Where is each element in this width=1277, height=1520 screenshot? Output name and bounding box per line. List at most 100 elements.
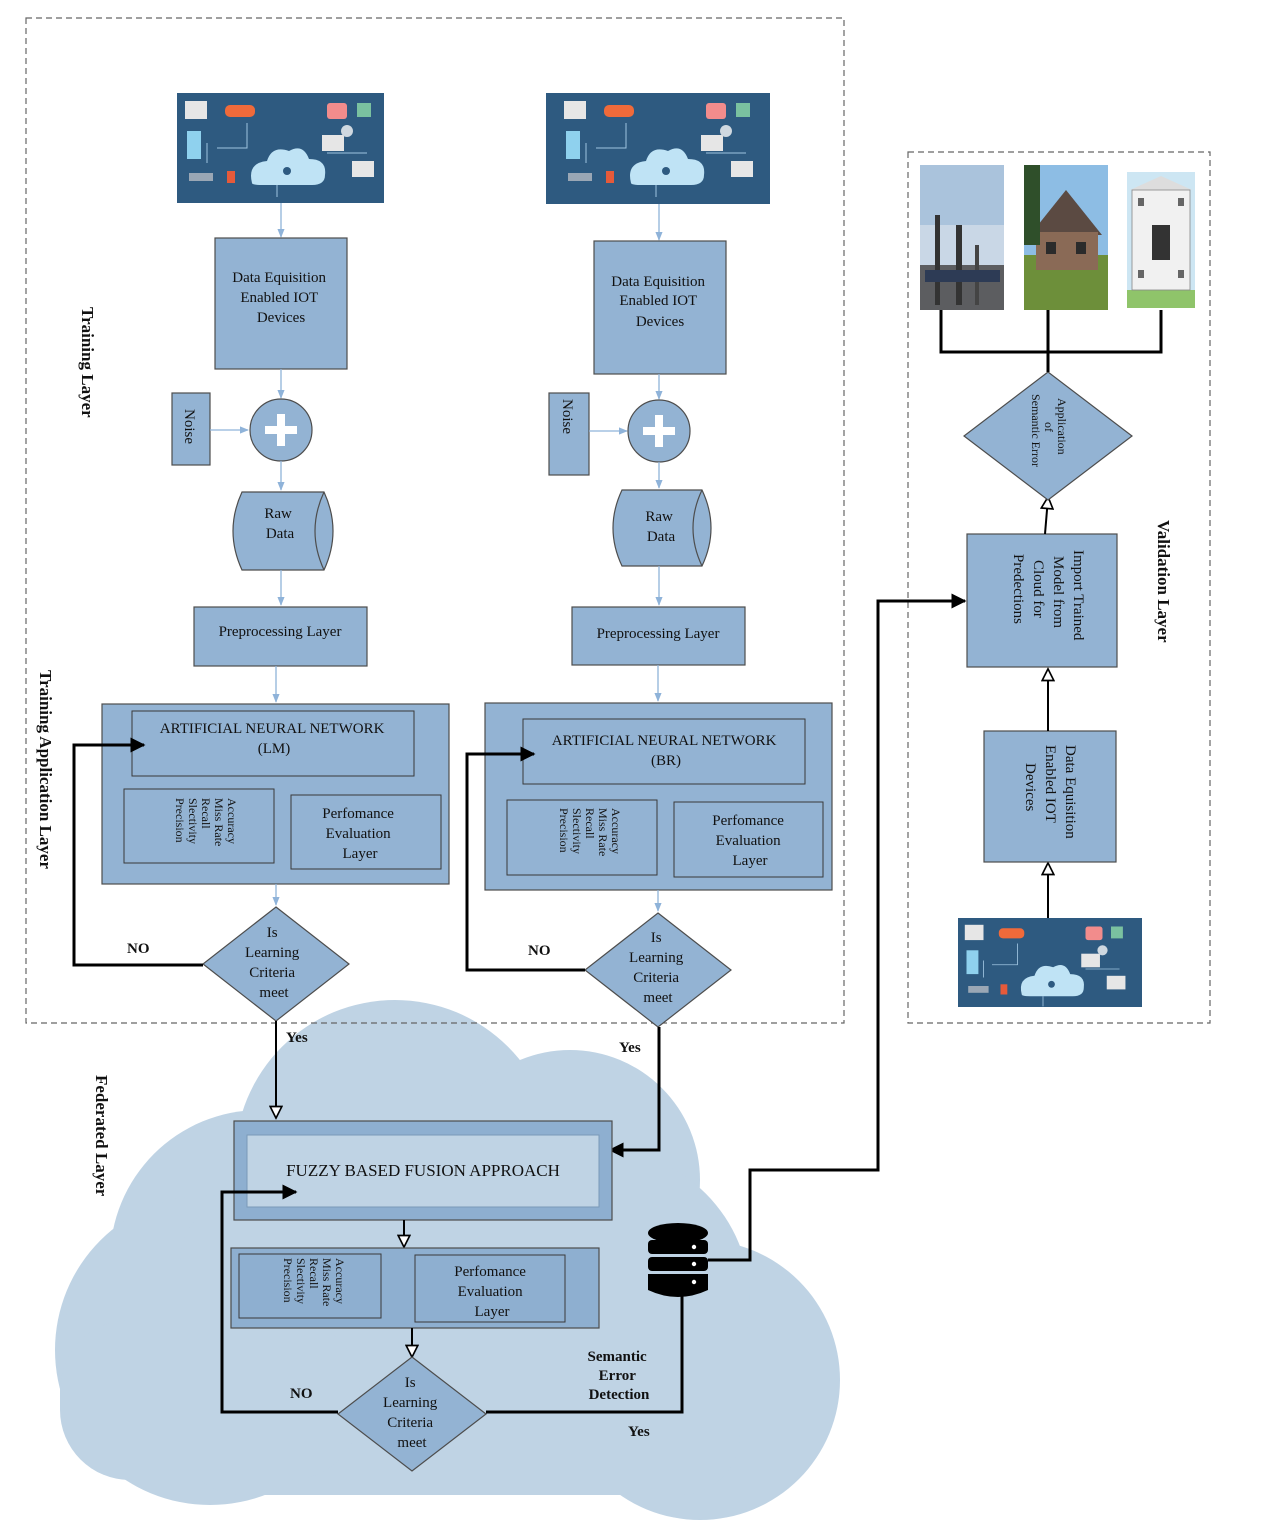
- training-frame: [25, 17, 845, 1024]
- perf-text-right: Perfomance Evaluation Layer: [712, 813, 787, 869]
- noise-box-right: [548, 392, 590, 476]
- building-photo: [1127, 172, 1195, 308]
- iot-devices-icon: [564, 101, 753, 197]
- cloud-icon: [630, 148, 705, 185]
- prep-box-left: [193, 606, 368, 667]
- laptop-icon: [701, 135, 723, 151]
- cloud-icon: [251, 148, 326, 185]
- no-label-right: NO: [528, 943, 551, 959]
- iot-devices-icon: [964, 924, 1126, 1007]
- raw-data-left: [232, 491, 334, 571]
- laptop-icon: [322, 135, 344, 151]
- yes-label-fed: Yes: [628, 1424, 650, 1440]
- car-icon: [225, 105, 255, 117]
- fridge-icon: [566, 131, 580, 159]
- metrics-box-right: [506, 799, 658, 876]
- iot-devices-icon: [185, 101, 374, 197]
- laptop-icon: [1081, 953, 1100, 968]
- printer-icon: [1106, 975, 1126, 990]
- circuit-lines: [983, 943, 1120, 1007]
- oven-icon: [564, 101, 586, 119]
- fridge-icon: [187, 131, 201, 159]
- prep-text-right: Preprocessing Layer: [597, 626, 720, 642]
- metrics-text-right: Accuracy Miss Rate Recall Slectivity Pre…: [557, 808, 623, 859]
- gamepad-icon: [341, 125, 353, 137]
- metrics-text-fed: Accuracy Miss Rate Recall Slectivity Pre…: [281, 1258, 347, 1309]
- cctv-icon: [568, 173, 592, 181]
- fridge-icon: [966, 950, 979, 975]
- printer-icon: [352, 161, 374, 177]
- ann-text-left: ARTIFICIAL NEURAL NETWORK (LM): [160, 721, 388, 757]
- plus-icon-left: [249, 398, 313, 462]
- perf-box-left: [290, 794, 442, 870]
- node-icon: [662, 167, 670, 175]
- prep-text-left: Preprocessing Layer: [219, 624, 342, 640]
- yes-label-right: Yes: [619, 1040, 641, 1056]
- federated-cloud: [55, 1000, 840, 1520]
- industrial-photo: [920, 165, 1004, 310]
- metrics-text-left: Accuracy Miss Rate Recall Slectivity Pre…: [173, 798, 239, 849]
- decision-text-left: Is Learning Criteria meet: [245, 925, 303, 1001]
- plant-icon: [357, 103, 371, 117]
- application-text: Application of Semantic Error: [1029, 394, 1069, 467]
- acq-text-validation: Data Equisition Enabled IOT Devices: [1022, 745, 1078, 843]
- lock-icon: [1000, 984, 1008, 995]
- validation-label-line: Validation Layer: [1154, 520, 1173, 643]
- database-icon: [648, 1223, 708, 1297]
- decision-text-fed: Is Learning Criteria meet: [383, 1375, 441, 1451]
- validation-frame: [907, 151, 1211, 1024]
- fusion-text: FUZZY BASED FUSION APPROACH: [286, 1161, 560, 1180]
- ann-text-right: ARTIFICIAL NEURAL NETWORK (BR): [552, 733, 780, 769]
- camera-icon: [327, 103, 347, 119]
- import-box: [966, 533, 1118, 668]
- printer-icon: [731, 161, 753, 177]
- prep-box-right: [571, 606, 746, 666]
- decision-text-right: Is Learning Criteria meet: [629, 930, 687, 1006]
- lock-icon: [227, 171, 235, 183]
- perf-text-left: Perfomance Evaluation Layer: [322, 806, 397, 862]
- iot-image-right: [546, 93, 770, 204]
- lock-icon: [606, 171, 614, 183]
- gamepad-icon: [720, 125, 732, 137]
- circuit-lines: [206, 123, 367, 197]
- raw-text-left: Raw Data: [264, 506, 295, 542]
- noise-text-left: Noise: [181, 409, 197, 444]
- cloud-icon: [1020, 965, 1084, 997]
- metrics-box-fed: [238, 1253, 382, 1319]
- perf-text-fed: Perfomance Evaluation Layer: [454, 1264, 529, 1320]
- metrics-box-left: [123, 788, 275, 864]
- label-federated-layer: Federated Layer: [92, 1075, 111, 1197]
- camera-icon: [1085, 926, 1103, 941]
- cctv-icon: [968, 986, 989, 993]
- noise-box-left: [171, 392, 211, 466]
- acq-text-right: Data Equisition Enabled IOT Devices: [611, 274, 709, 330]
- import-text: Import Trained Model from Cloud for Pred…: [1010, 550, 1086, 644]
- camera-icon: [706, 103, 726, 119]
- car-icon: [998, 928, 1025, 939]
- decision-fed: [337, 1356, 487, 1472]
- noise-text-right: Noise: [559, 399, 575, 434]
- perf-box-right: [673, 801, 824, 878]
- plant-icon: [736, 103, 750, 117]
- label-training-layer: Training Layer: [78, 307, 97, 418]
- gamepad-icon: [1097, 945, 1108, 956]
- iot-image-left: [177, 93, 384, 203]
- raw-text-right: Raw Data: [645, 509, 676, 545]
- yes-label-left: Yes: [286, 1030, 308, 1046]
- plus-icon-right: [627, 399, 691, 463]
- acq-box-right: [593, 240, 727, 375]
- no-label-left: NO: [127, 941, 150, 957]
- raw-data-right: [612, 489, 712, 567]
- node-icon: [283, 167, 291, 175]
- acq-box-left: [214, 237, 348, 370]
- cctv-icon: [189, 173, 213, 181]
- plant-icon: [1111, 926, 1123, 939]
- car-icon: [604, 105, 634, 117]
- perf-box-fed: [414, 1254, 566, 1323]
- circuit-lines: [585, 123, 746, 197]
- label-training-app-layer: Training Application Layer: [36, 670, 55, 869]
- ann-container-left: [101, 703, 450, 885]
- oven-icon: [185, 101, 207, 119]
- semantic-text: Semantic Error Detection: [588, 1349, 651, 1403]
